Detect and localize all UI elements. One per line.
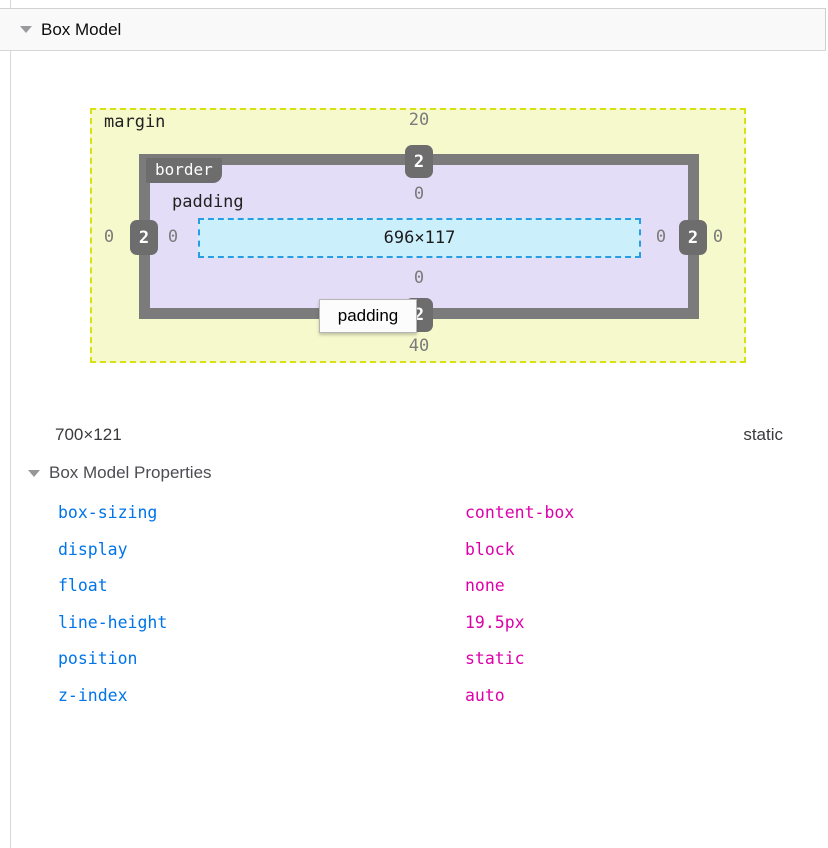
box-model-properties-header[interactable]: Box Model Properties: [28, 463, 212, 483]
property-row: z-index auto: [58, 678, 778, 715]
region-tooltip: padding: [319, 299, 417, 333]
border-top-value[interactable]: 2: [405, 145, 433, 178]
property-value: auto: [465, 685, 505, 705]
chevron-down-icon: [20, 26, 32, 33]
property-row: line-height 19.5px: [58, 605, 778, 642]
padding-label: padding: [172, 192, 244, 212]
property-name: z-index: [58, 685, 128, 705]
margin-bottom-value[interactable]: 40: [408, 336, 430, 356]
box-model-header[interactable]: Box Model: [0, 8, 826, 51]
properties-section-title: Box Model Properties: [49, 463, 212, 482]
panel-splitter[interactable]: [10, 0, 11, 848]
border-left-value[interactable]: 2: [130, 220, 158, 255]
border-label: border: [146, 158, 222, 183]
property-name: float: [58, 576, 108, 595]
property-value: 19.5px: [465, 612, 525, 632]
property-name: display: [58, 539, 128, 559]
element-dimensions: 700×121: [55, 425, 122, 444]
properties-list: box-sizing content-box display block flo…: [58, 495, 778, 714]
padding-left-value[interactable]: 0: [167, 227, 179, 247]
property-row: position static: [58, 641, 778, 678]
property-row: box-sizing content-box: [58, 495, 778, 532]
element-position: static: [743, 425, 783, 444]
chevron-down-icon: [28, 469, 40, 477]
property-value: block: [465, 539, 515, 559]
property-value: content-box: [465, 503, 575, 522]
property-value: static: [465, 649, 525, 668]
property-name: box-sizing: [58, 503, 158, 522]
padding-right-value[interactable]: 0: [655, 227, 667, 247]
padding-bottom-value[interactable]: 0: [413, 268, 425, 288]
property-row: float none: [58, 568, 778, 605]
margin-label: margin: [104, 112, 166, 132]
padding-top-value[interactable]: 0: [413, 184, 425, 204]
margin-right-value[interactable]: 0: [712, 227, 724, 247]
property-name: position: [58, 649, 138, 668]
panel-title: Box Model: [41, 19, 122, 39]
property-name: line-height: [58, 612, 168, 632]
margin-left-value[interactable]: 0: [103, 227, 115, 247]
property-value: none: [465, 576, 505, 595]
property-row: display block: [58, 532, 778, 569]
margin-top-value[interactable]: 20: [408, 110, 430, 130]
content-region[interactable]: 696×117: [198, 218, 641, 258]
border-right-value[interactable]: 2: [679, 220, 707, 255]
